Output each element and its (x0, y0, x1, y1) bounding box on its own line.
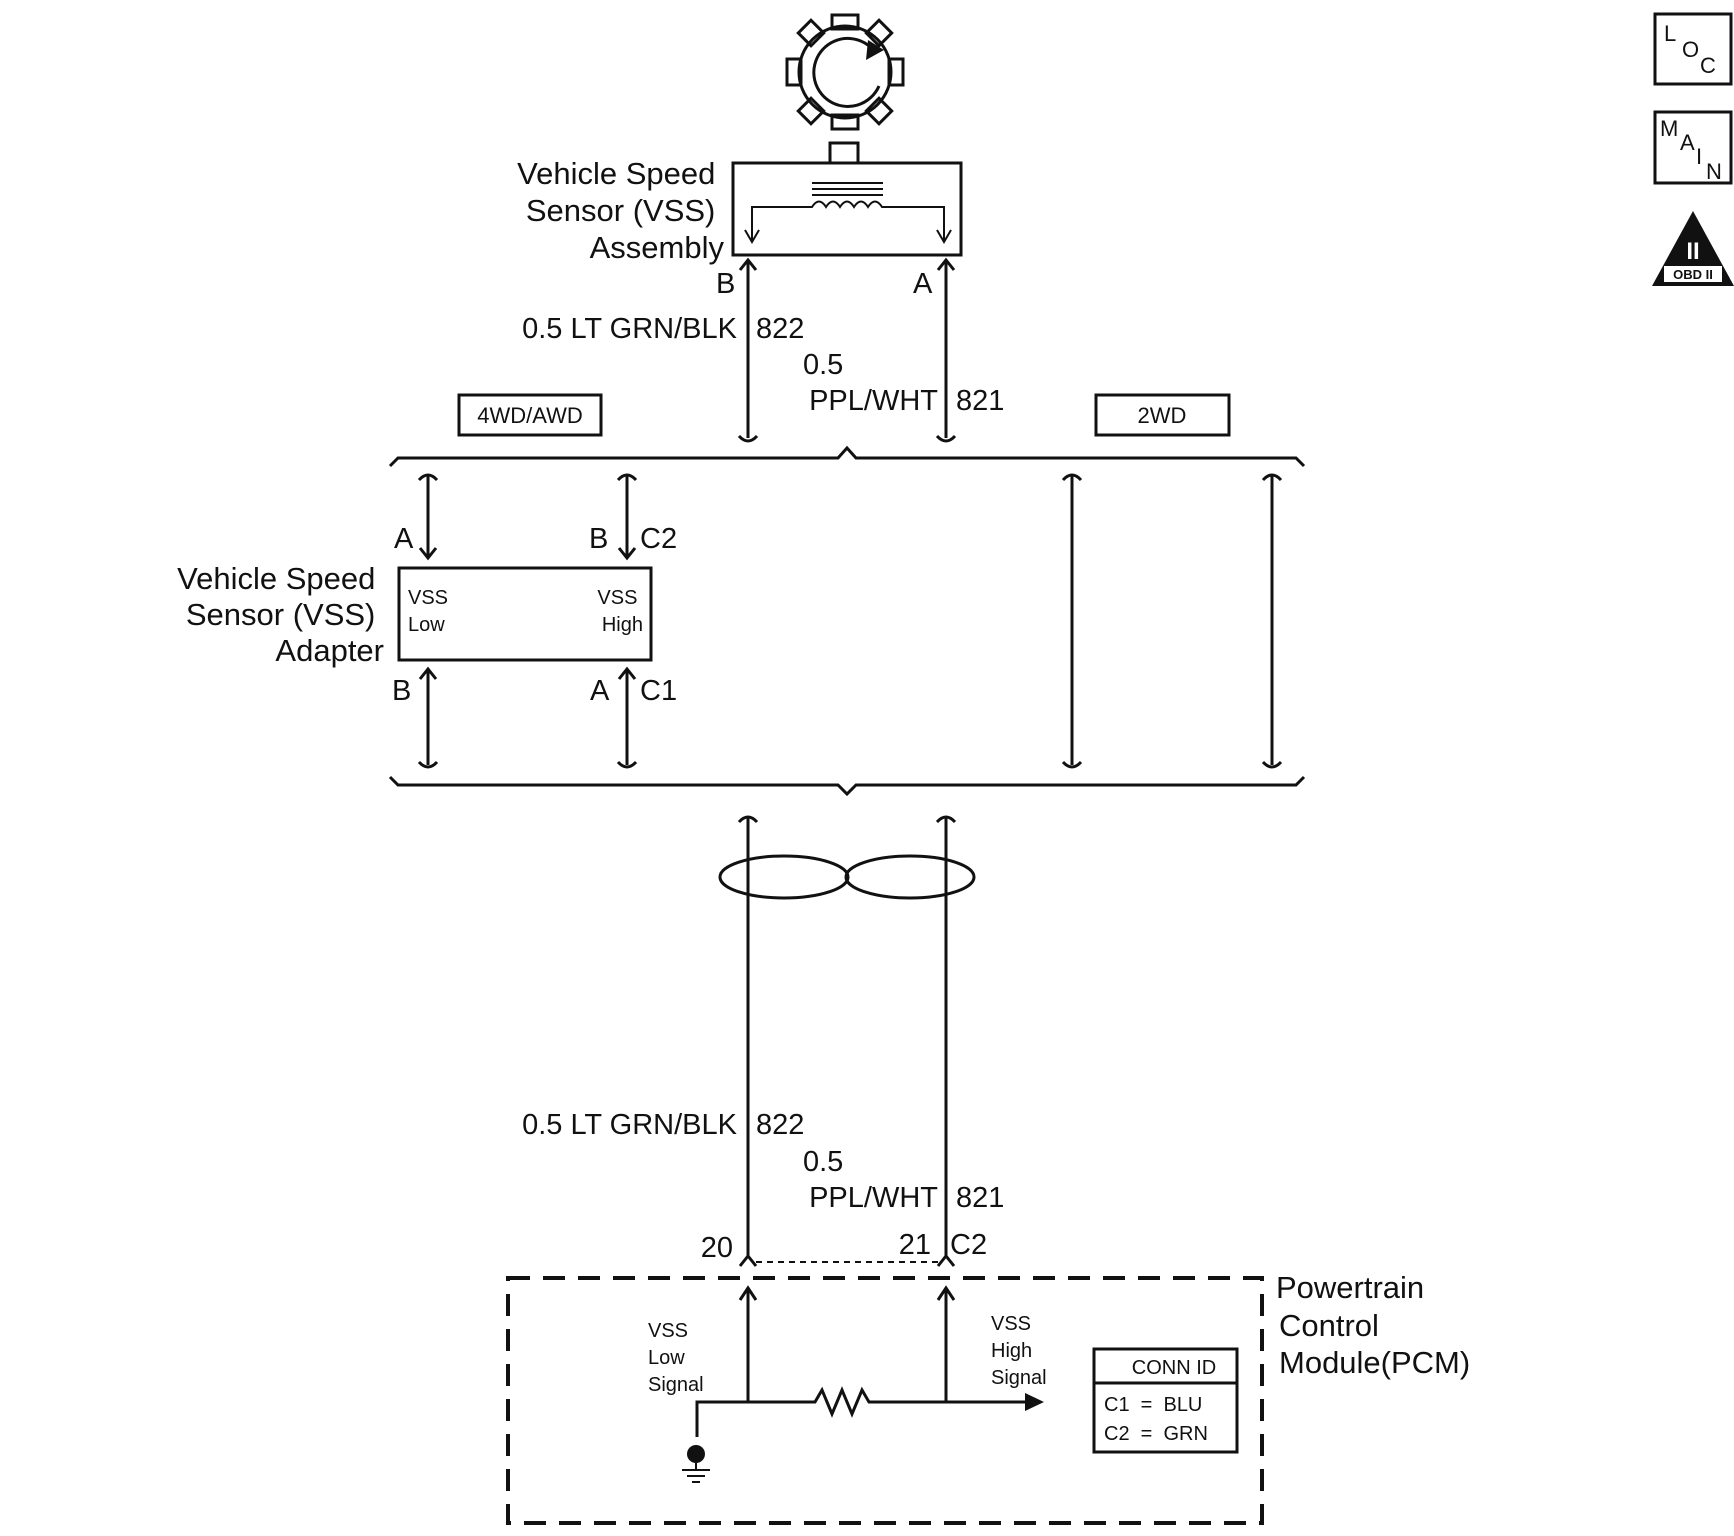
adapter-vss-high-line: VSS (597, 587, 637, 609)
wire-822-bottom (737, 815, 759, 1267)
vss-assembly-label-line: Assembly (590, 230, 725, 265)
vss-assembly-label-line: Sensor (VSS) (526, 193, 716, 228)
pcm-connector: C2 (950, 1229, 987, 1261)
conn-id-row: C1 = BLU (1104, 1394, 1202, 1416)
wire-821-bottom-circuit-label: 821 (956, 1182, 1004, 1214)
pcm-vss-high-signal-line: VSS (991, 1313, 1031, 1335)
variant-4wd-box (457, 393, 603, 437)
pcm-label: Powertrain Control Module(PCM) (1276, 1270, 1470, 1380)
obd-ii-icon[interactable]: II OBD II (1652, 211, 1734, 286)
wire-821-gauge-label: 0.5 (803, 349, 843, 381)
conn-id-row: C2 = GRN (1104, 1423, 1208, 1445)
loc-icon-letter: L (1664, 21, 1676, 46)
adapter-output-pin-a: A (590, 675, 610, 707)
vss-assembly-label: Vehicle Speed Sensor (VSS) Assembly (517, 156, 724, 265)
adapter-input-connector: C2 (640, 523, 677, 555)
adapter-vss-low-line: VSS (408, 587, 448, 609)
pcm-vss-high-signal-label: VSS High Signal (991, 1313, 1047, 1389)
main-icon-letter: N (1706, 159, 1722, 184)
wire-822-bottom-color-label: 0.5 LT GRN/BLK (522, 1109, 738, 1141)
conn-id-title: CONN ID (1132, 1357, 1216, 1379)
adapter-vss-high-line: High (602, 614, 643, 636)
vss-adapter-label-line: Vehicle Speed (177, 561, 375, 596)
pcm-vss-low-signal-line: Low (648, 1347, 685, 1369)
main-icon-letter: I (1696, 144, 1702, 169)
conn-id-table (1092, 1347, 1239, 1454)
obd-ii-numeral: II (1686, 238, 1699, 265)
pcm-label-line: Module(PCM) (1279, 1345, 1470, 1380)
wire-822-top (737, 257, 759, 443)
vss-assembly-pin-b: B (716, 268, 735, 300)
vss-adapter-label-line: Adapter (275, 633, 384, 668)
gear-icon (785, 13, 905, 131)
vss-assembly (731, 141, 963, 257)
pcm-internal-circuit (682, 1285, 1044, 1483)
pcm-label-line: Powertrain (1276, 1270, 1424, 1305)
twisted-pair-symbol (718, 854, 976, 900)
wire-821-bottom-gauge-label: 0.5 (803, 1146, 843, 1178)
wire-821-top (935, 257, 957, 443)
adapter-output-connector: C1 (640, 675, 677, 707)
adapter-vss-high-label: VSS High (597, 587, 643, 636)
adapter-input-pin-b: B (589, 523, 608, 555)
pcm-vss-low-signal-line: VSS (648, 1320, 688, 1342)
2wd-wires (1061, 473, 1283, 769)
pcm-vss-high-signal-line: Signal (991, 1367, 1047, 1389)
adapter-output-wires (417, 666, 638, 769)
wire-822-circuit-label: 822 (756, 313, 804, 345)
wire-821-circuit-label: 821 (956, 385, 1004, 417)
pcm-pin-21: 21 (899, 1229, 931, 1261)
vss-adapter-label: Vehicle Speed Sensor (VSS) Adapter (177, 561, 384, 668)
vss-assembly-label-line: Vehicle Speed (517, 156, 715, 191)
main-icon-letter: M (1660, 116, 1678, 141)
pcm-vss-low-signal-line: Signal (648, 1374, 704, 1396)
adapter-vss-low-line: Low (408, 614, 445, 636)
adapter-input-pin-a: A (394, 523, 414, 555)
adapter-vss-low-label: VSS Low (408, 587, 454, 636)
vss-assembly-pin-a: A (913, 268, 933, 300)
main-icon[interactable]: M A I N (1653, 110, 1733, 185)
adapter-input-wires (417, 473, 638, 561)
pcm-pin-20: 20 (701, 1232, 733, 1264)
wire-822-bottom-circuit-label: 822 (756, 1109, 804, 1141)
wire-822-color-label: 0.5 LT GRN/BLK (522, 313, 738, 345)
obd-ii-label: OBD II (1673, 267, 1713, 282)
loc-icon[interactable]: L O C (1653, 12, 1733, 86)
option-brace-bottom (388, 775, 1306, 797)
pcm-vss-high-signal-line: High (991, 1340, 1032, 1362)
pcm-box (506, 1276, 1264, 1525)
variant-4wd-label: 4WD/AWD (477, 403, 583, 428)
loc-icon-letter: C (1700, 53, 1716, 78)
pcm-label-line: Control (1279, 1308, 1379, 1343)
wire-821-color-label: PPL/WHT (809, 385, 938, 417)
vss-adapter-box (397, 566, 653, 662)
loc-icon-letter: O (1682, 37, 1699, 62)
main-icon-letter: A (1680, 130, 1695, 155)
option-brace-top (388, 445, 1306, 468)
adapter-output-pin-b: B (392, 675, 411, 707)
pcm-vss-low-signal-label: VSS Low Signal (648, 1320, 704, 1396)
variant-2wd-label: 2WD (1138, 403, 1187, 428)
wire-821-bottom-color-label: PPL/WHT (809, 1182, 938, 1214)
variant-2wd-box (1094, 393, 1231, 437)
wire-821-bottom (935, 815, 957, 1267)
vss-adapter-label-line: Sensor (VSS) (186, 597, 376, 632)
